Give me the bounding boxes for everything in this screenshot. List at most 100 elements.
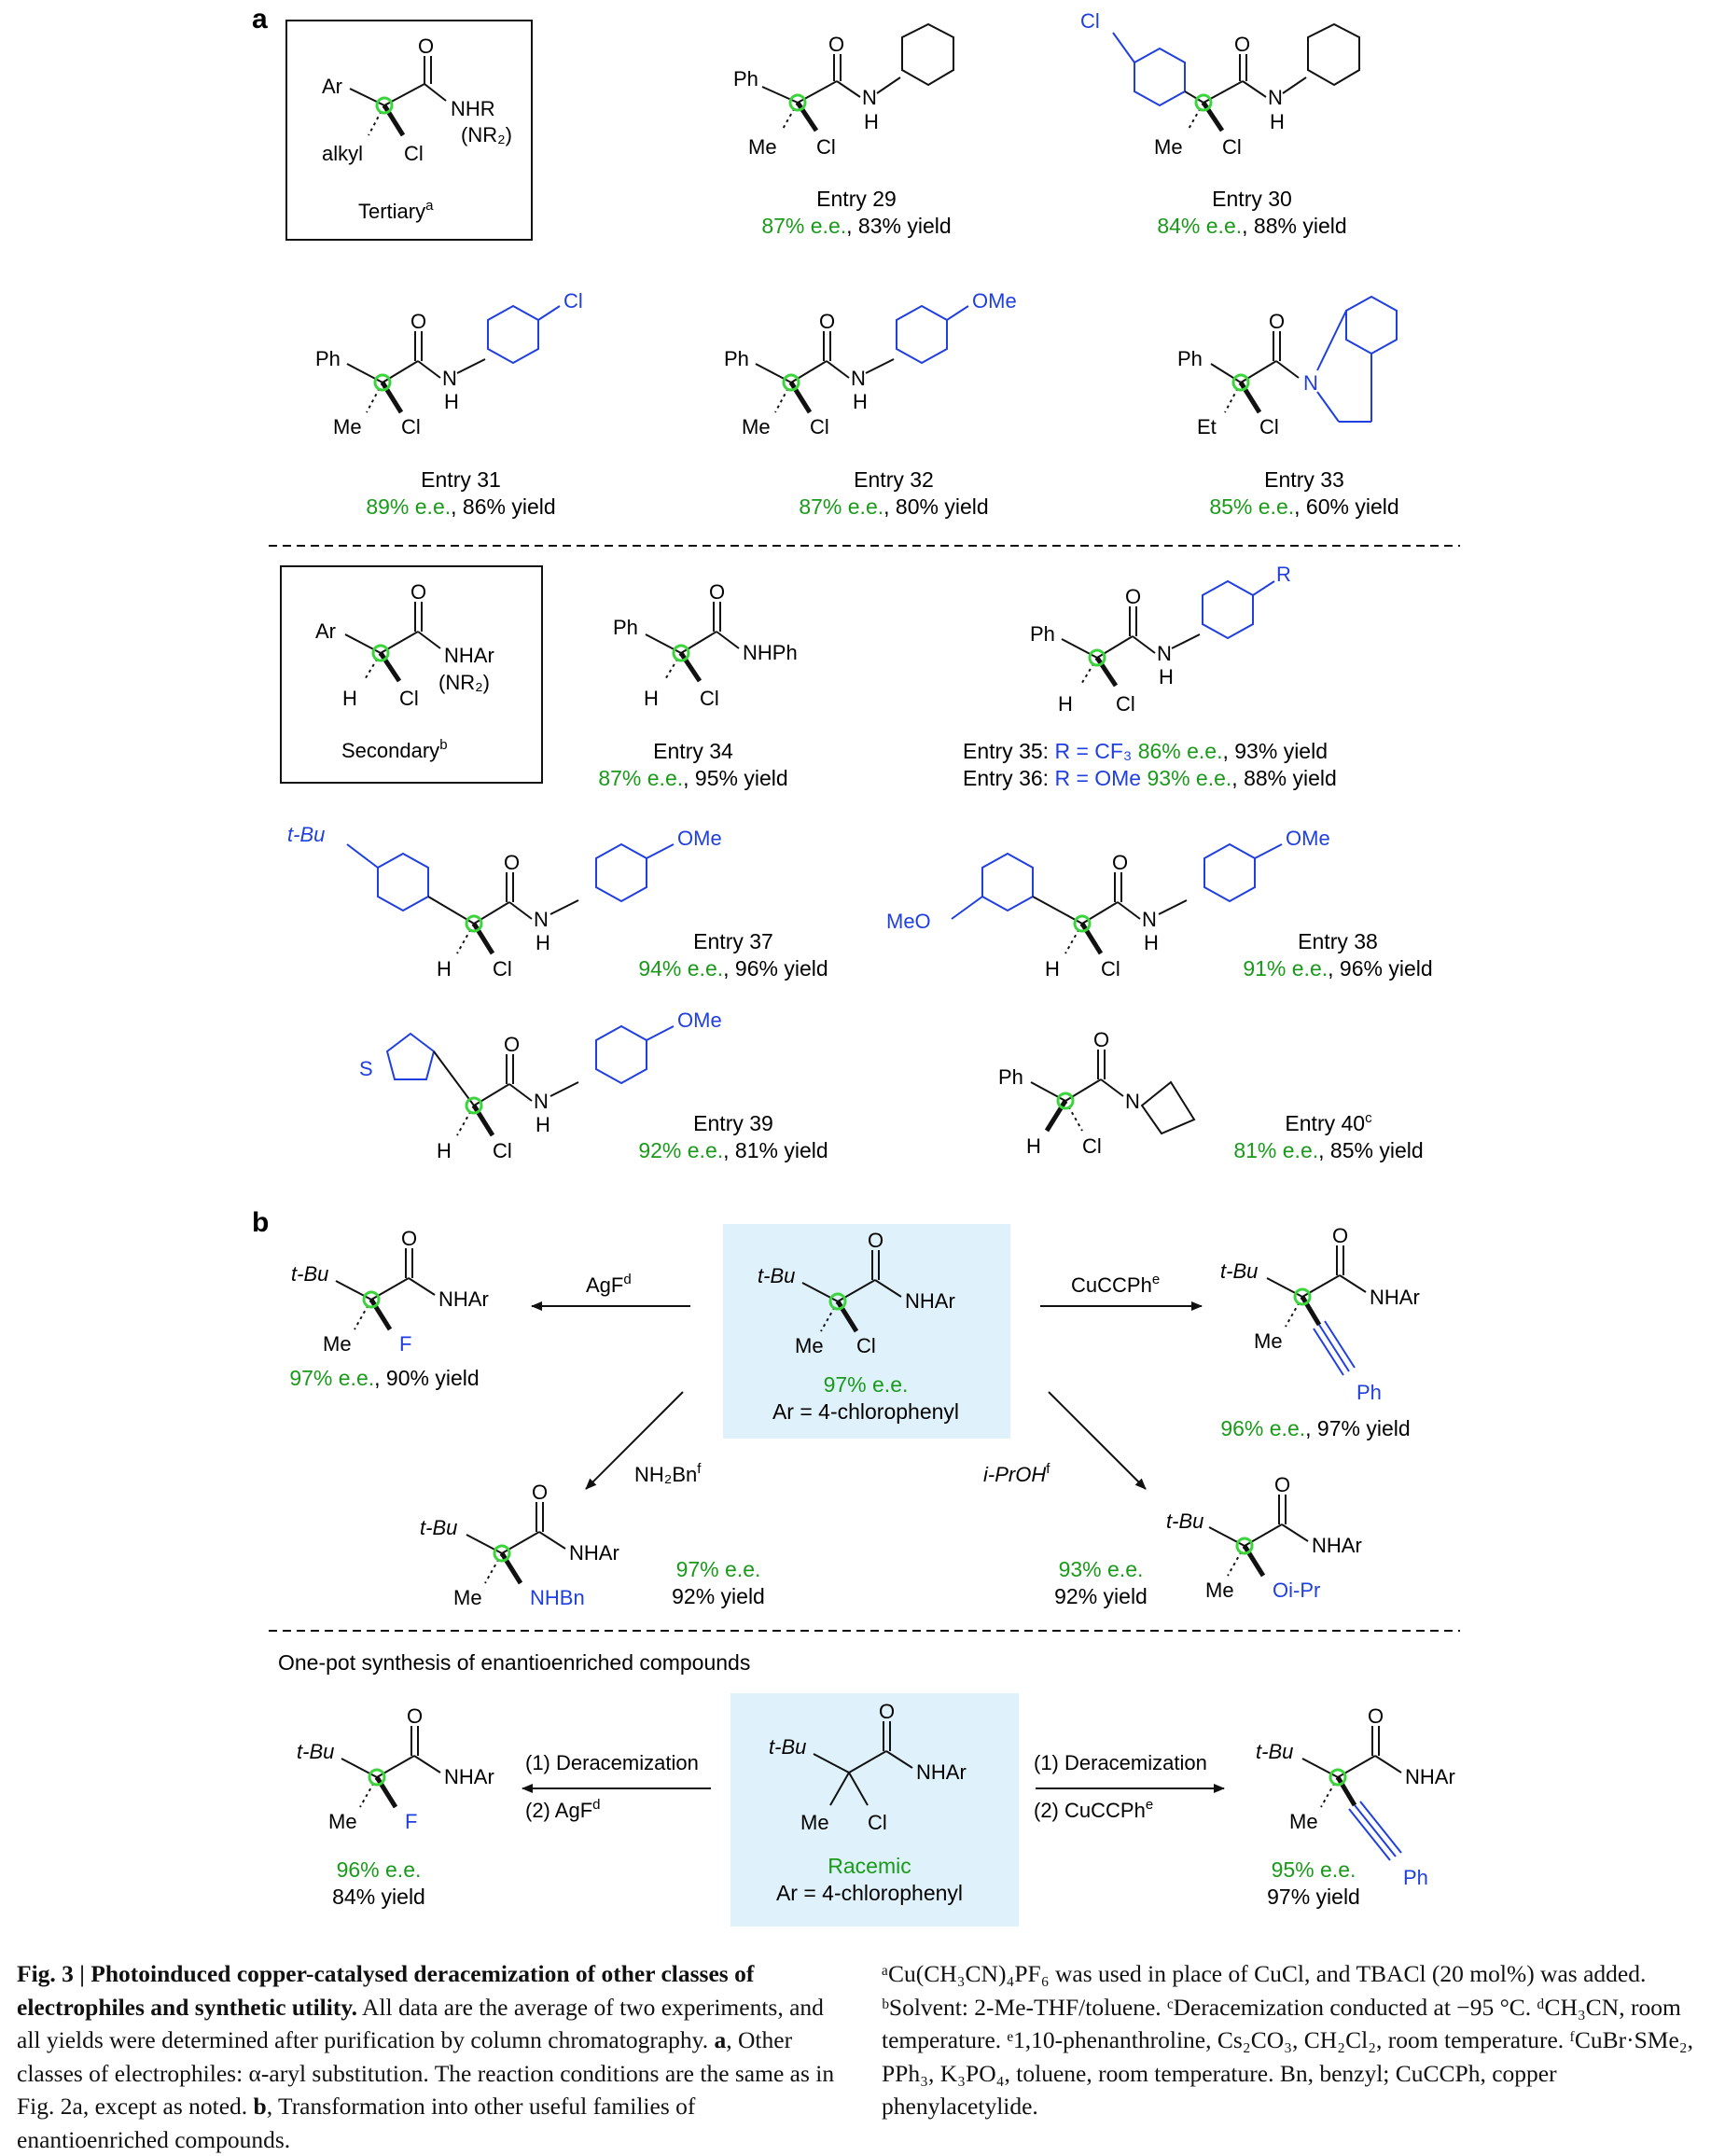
stereocenter-icon bbox=[373, 373, 392, 392]
me-label: Me bbox=[748, 135, 777, 159]
structure-amine-product: t-Bu O NHAr Me NHBn bbox=[420, 1481, 619, 1609]
structure-racemic-substrate: t-Bu O NHAr Me Cl bbox=[769, 1700, 967, 1834]
tbu-label: t-Bu bbox=[1166, 1509, 1203, 1533]
entry-31-label: Entry 31 bbox=[421, 467, 501, 492]
f-label: F bbox=[405, 1810, 417, 1833]
me-label: Me bbox=[323, 1332, 352, 1356]
structure-entry-40: Ph O N H Cl bbox=[998, 1028, 1196, 1158]
s-label: S bbox=[359, 1057, 373, 1080]
structure-one-pot-alkyne: t-Bu O NHAr Me Ph bbox=[1256, 1704, 1455, 1889]
nr2-label: (NR₂) bbox=[438, 671, 490, 694]
h-label: H bbox=[444, 390, 459, 413]
structure-entry-32: Ph O N H Me Cl OMe bbox=[724, 289, 1017, 438]
panel-label-b: b bbox=[252, 1207, 269, 1238]
entry-30-result: 84% e.e., 88% yield bbox=[1157, 214, 1346, 238]
n-label: N bbox=[1268, 86, 1283, 109]
structure-ether-product: t-Bu O NHAr Me Oi-Pr bbox=[1166, 1473, 1362, 1602]
one-pot-left-step2: (2) AgFd bbox=[525, 1797, 600, 1822]
o-label: O bbox=[504, 1033, 520, 1056]
tbu-label: t-Bu bbox=[1220, 1259, 1258, 1283]
cl-label: Cl bbox=[1082, 1134, 1102, 1158]
o-label: O bbox=[1112, 851, 1128, 874]
cl-label: Cl bbox=[493, 957, 512, 981]
entry-32-label: Entry 32 bbox=[854, 467, 934, 492]
nhar-label: NHAr bbox=[1370, 1286, 1420, 1309]
stereocenter-icon bbox=[788, 93, 807, 112]
stereocenter-icon bbox=[1194, 93, 1213, 112]
nhar-label: NHAr bbox=[444, 644, 494, 667]
one-pot-left-step1: (1) Deracemization bbox=[525, 1751, 699, 1774]
stereocenter-icon bbox=[1073, 914, 1092, 933]
cl-label: Cl bbox=[810, 415, 829, 438]
cl-label: Cl bbox=[868, 1811, 887, 1834]
meo-label: MeO bbox=[886, 910, 931, 933]
nhar-label: NHAr bbox=[916, 1760, 967, 1784]
stereocenter-icon bbox=[375, 96, 394, 115]
cl-label: Cl bbox=[1101, 957, 1120, 981]
caption-b-label: b bbox=[253, 2093, 267, 2120]
n-label: N bbox=[534, 908, 549, 931]
footnote-b: ᵇSolvent: 2-Me-THF/toluene. bbox=[882, 1993, 1168, 2021]
entry-39-result: 92% e.e., 81% yield bbox=[638, 1138, 828, 1162]
ar-label: Ar bbox=[315, 619, 336, 643]
reagent-cuccph: CuCCPhe bbox=[1071, 1272, 1160, 1297]
h-label: H bbox=[536, 931, 550, 954]
structure-entry-39: S O N H H Cl OMe bbox=[359, 1008, 722, 1162]
entry-31-result: 89% e.e., 86% yield bbox=[366, 494, 555, 519]
entry-30-label: Entry 30 bbox=[1212, 187, 1292, 211]
secondary-box: Ar O NHAr (NR₂) H Cl Secondaryb bbox=[280, 565, 543, 784]
caption-a-label: a bbox=[714, 2026, 727, 2053]
footnote-a: ᵃCu(CH₃CN)₄PF₆ was used in place of CuCl… bbox=[882, 1960, 1647, 1987]
ph-label: Ph bbox=[724, 347, 749, 370]
ph-label: Ph bbox=[1030, 622, 1055, 646]
n-label: N bbox=[1125, 1090, 1140, 1113]
caption-fig-label: Fig. 3 | bbox=[17, 1960, 91, 1987]
entry-35-result: Entry 35: R = CF₃ 86% e.e., 93% yield bbox=[963, 739, 1328, 763]
cl-substituent-label: Cl bbox=[563, 289, 583, 313]
cl-label: Cl bbox=[493, 1139, 512, 1162]
h-stereo-label: H bbox=[1026, 1134, 1041, 1158]
caption-footnotes: ᵃCu(CH₃CN)₄PF₆ was used in place of CuCl… bbox=[882, 1957, 1708, 2123]
o-label: O bbox=[1274, 1473, 1290, 1496]
stereocenter-icon bbox=[1056, 1092, 1075, 1110]
nhar-label: NHAr bbox=[1312, 1534, 1362, 1557]
structure-center-substrate: t-Bu O NHAr Me Cl bbox=[758, 1229, 955, 1357]
ome-label: OMe bbox=[677, 1008, 722, 1032]
cl-substituent-label: Cl bbox=[1080, 9, 1100, 33]
figure-canvas: a Ar O NHR (NR₂) alkyl Cl Tertiarya Ph O… bbox=[252, 4, 1460, 1926]
ome-label: OMe bbox=[1286, 827, 1330, 850]
amine-ee: 97% e.e. bbox=[676, 1557, 761, 1581]
amine-yield: 92% yield bbox=[672, 1584, 765, 1608]
tbu-label: t-Bu bbox=[769, 1735, 806, 1759]
me-label: Me bbox=[742, 415, 771, 438]
me-label: Me bbox=[333, 415, 362, 438]
caption-paragraph: Fig. 3 | Photoinduced copper-catalysed d… bbox=[17, 1957, 847, 2156]
structure-fluoride-product: t-Bu O NHAr Me F bbox=[291, 1227, 489, 1356]
entry-33-label: Entry 33 bbox=[1264, 467, 1344, 492]
cl-label: Cl bbox=[399, 687, 419, 710]
h-label: H bbox=[342, 687, 357, 710]
structure-entry-38: MeO O N H H Cl OMe bbox=[886, 827, 1330, 981]
figure-caption-right: ᵃCu(CH₃CN)₄PF₆ was used in place of CuCl… bbox=[882, 1957, 1708, 2123]
h-label: H bbox=[853, 390, 868, 413]
tbu-label: t-Bu bbox=[1256, 1740, 1293, 1763]
stereocenter-icon bbox=[465, 914, 483, 933]
o-label: O bbox=[868, 1229, 883, 1252]
footnote-d: ᵈCH₃CN, room temperature. bbox=[882, 1993, 1681, 2054]
nhph-label: NHPh bbox=[743, 641, 798, 664]
structure-entry-35-36: Ph O N H H Cl R bbox=[1030, 563, 1291, 716]
center-ee: 97% e.e. bbox=[824, 1372, 909, 1397]
o-label: O bbox=[879, 1700, 895, 1723]
stereocenter-icon bbox=[362, 1290, 381, 1309]
n-label: N bbox=[851, 367, 866, 390]
entry-34-label: Entry 34 bbox=[653, 739, 733, 763]
o-label: O bbox=[828, 33, 844, 56]
h-label: H bbox=[1144, 931, 1159, 954]
caption-text-1: All data are the average of two experime… bbox=[17, 1993, 824, 2054]
stereocenter-icon bbox=[1293, 1287, 1312, 1306]
tbu-label: t-Bu bbox=[758, 1264, 795, 1287]
stereocenter-icon bbox=[1231, 373, 1250, 392]
stereocenter-icon bbox=[828, 1292, 847, 1311]
me-label: Me bbox=[1205, 1579, 1234, 1602]
o-label: O bbox=[410, 310, 426, 333]
